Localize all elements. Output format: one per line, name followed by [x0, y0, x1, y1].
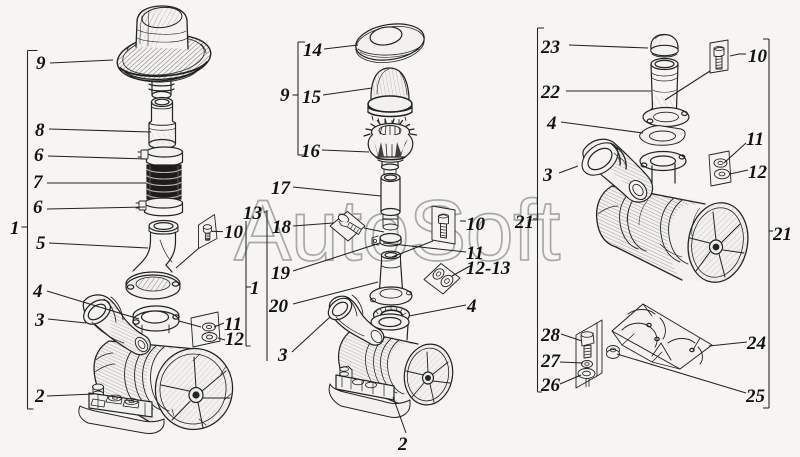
svg-text:16: 16 — [301, 141, 321, 162]
svg-text:3: 3 — [277, 345, 288, 366]
svg-text:9: 9 — [280, 85, 290, 106]
svg-text:1: 1 — [10, 218, 20, 239]
svg-text:2: 2 — [34, 386, 45, 407]
svg-text:10: 10 — [466, 214, 486, 235]
svg-text:11: 11 — [224, 314, 242, 335]
svg-text:23: 23 — [540, 37, 560, 58]
svg-text:AutoSoft: AutoSoft — [234, 183, 560, 279]
svg-text:9: 9 — [36, 53, 46, 74]
svg-text:24: 24 — [746, 333, 766, 354]
svg-text:3: 3 — [34, 310, 45, 331]
svg-text:25: 25 — [745, 386, 766, 407]
svg-text:11: 11 — [466, 243, 484, 264]
svg-text:14: 14 — [303, 40, 322, 61]
svg-text:13: 13 — [243, 203, 262, 224]
svg-text:26: 26 — [540, 375, 561, 396]
svg-text:3: 3 — [542, 165, 553, 186]
svg-text:4: 4 — [546, 113, 557, 134]
svg-text:11: 11 — [746, 129, 764, 150]
svg-text:10: 10 — [748, 46, 768, 67]
svg-text:8: 8 — [35, 120, 45, 141]
svg-text:6: 6 — [33, 197, 43, 218]
svg-text:19: 19 — [271, 263, 291, 284]
svg-text:1: 1 — [250, 278, 260, 299]
svg-text:28: 28 — [540, 325, 561, 346]
svg-text:22: 22 — [540, 82, 561, 103]
svg-text:7: 7 — [33, 172, 44, 193]
svg-text:21: 21 — [514, 212, 534, 233]
svg-text:15: 15 — [302, 87, 322, 108]
svg-text:17: 17 — [271, 178, 292, 199]
svg-text:4: 4 — [32, 281, 43, 302]
svg-text:27: 27 — [540, 351, 562, 372]
svg-text:5: 5 — [36, 233, 46, 254]
svg-text:10: 10 — [224, 222, 244, 243]
svg-text:4: 4 — [466, 296, 477, 317]
svg-text:21: 21 — [772, 224, 792, 245]
svg-text:12: 12 — [225, 329, 245, 350]
svg-text:18: 18 — [272, 217, 292, 238]
svg-text:2: 2 — [397, 434, 408, 455]
svg-text:6: 6 — [34, 145, 44, 166]
svg-text:12-13: 12-13 — [466, 258, 510, 279]
svg-text:12: 12 — [748, 162, 768, 183]
svg-text:20: 20 — [268, 296, 289, 317]
